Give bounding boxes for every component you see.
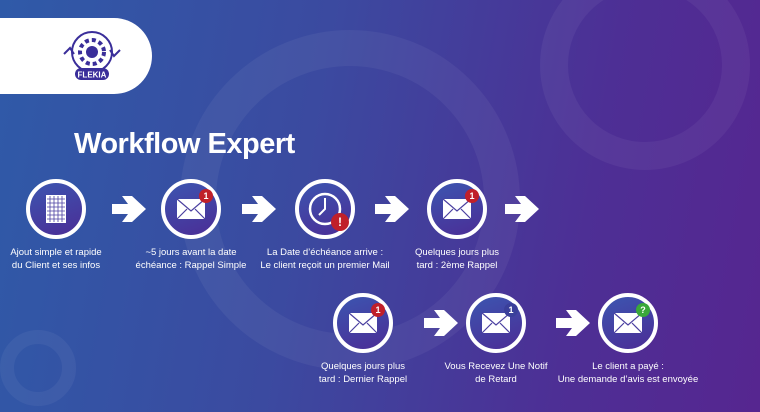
label-line: Le client reçoit un premier Mail	[260, 260, 390, 271]
mail-icon	[176, 198, 206, 220]
arrow-right-icon	[375, 196, 409, 222]
label-line: ~5 jours avant la date	[145, 247, 237, 258]
label-line: Quelques jours plus	[321, 361, 405, 372]
notification-badge: 1	[371, 303, 385, 317]
notification-badge: !	[331, 213, 349, 231]
mail-icon	[613, 312, 643, 334]
notification-badge: ?	[636, 303, 650, 317]
label-line: tard : 2ème Rappel	[416, 260, 498, 271]
arrow-right-icon	[112, 196, 146, 222]
label-line: échéance : Rappel Simple	[135, 260, 247, 271]
step-6-circle: 1	[466, 293, 526, 353]
background-gear-icon	[0, 330, 76, 406]
label-line: tard : Dernier Rappel	[318, 374, 408, 385]
label-line: de Retard	[475, 374, 517, 385]
notification-badge: 1	[465, 189, 479, 203]
step-7-label: Le client a payé : Une demande d’avis est…	[553, 360, 703, 386]
page-title: Workflow Expert	[74, 128, 295, 160]
mail-icon	[348, 312, 378, 334]
step-5-circle: 1	[333, 293, 393, 353]
step-6-label: Vous Recevez Une Notif de Retard	[421, 360, 571, 386]
label-line: Une demande d’avis est envoyée	[557, 374, 699, 385]
notification-badge: 1	[199, 189, 213, 203]
label-line: Vous Recevez Une Notif	[444, 361, 548, 372]
mail-icon	[481, 312, 511, 334]
label-line: Le client a payé :	[592, 361, 664, 372]
mail-icon	[442, 198, 472, 220]
logo-container	[0, 18, 152, 94]
step-2-circle: 1	[161, 179, 221, 239]
step-1-circle	[26, 179, 86, 239]
label-line: La Date d’échéance arrive :	[266, 247, 384, 258]
step-1-label: Ajout simple et rapide du Client et ses i…	[0, 246, 131, 272]
label-line: Quelques jours plus	[415, 247, 499, 258]
svg-text:FLEKIA: FLEKIA	[78, 71, 107, 80]
label-line: du Client et ses infos	[11, 260, 101, 271]
label-line: Ajout simple et rapide	[10, 247, 102, 258]
arrow-right-icon	[505, 196, 539, 222]
arrow-right-icon	[242, 196, 276, 222]
step-3-label: La Date d’échéance arrive : Le client reç…	[250, 246, 400, 272]
step-2-label: ~5 jours avant la date échéance : Rappel …	[116, 246, 266, 272]
notification-badge: 1	[504, 303, 518, 317]
arrow-right-icon	[424, 310, 458, 336]
step-4-circle: 1	[427, 179, 487, 239]
document-icon	[46, 195, 66, 223]
arrow-right-icon	[556, 310, 590, 336]
step-3-circle: !	[295, 179, 355, 239]
flekia-logo: FLEKIA	[63, 31, 121, 80]
clock-icon	[308, 192, 342, 226]
step-7-circle: ?	[598, 293, 658, 353]
step-5-label: Quelques jours plus tard : Dernier Rappel	[288, 360, 438, 386]
background-gear-icon	[540, 0, 750, 170]
step-4-label: Quelques jours plus tard : 2ème Rappel	[382, 246, 532, 272]
